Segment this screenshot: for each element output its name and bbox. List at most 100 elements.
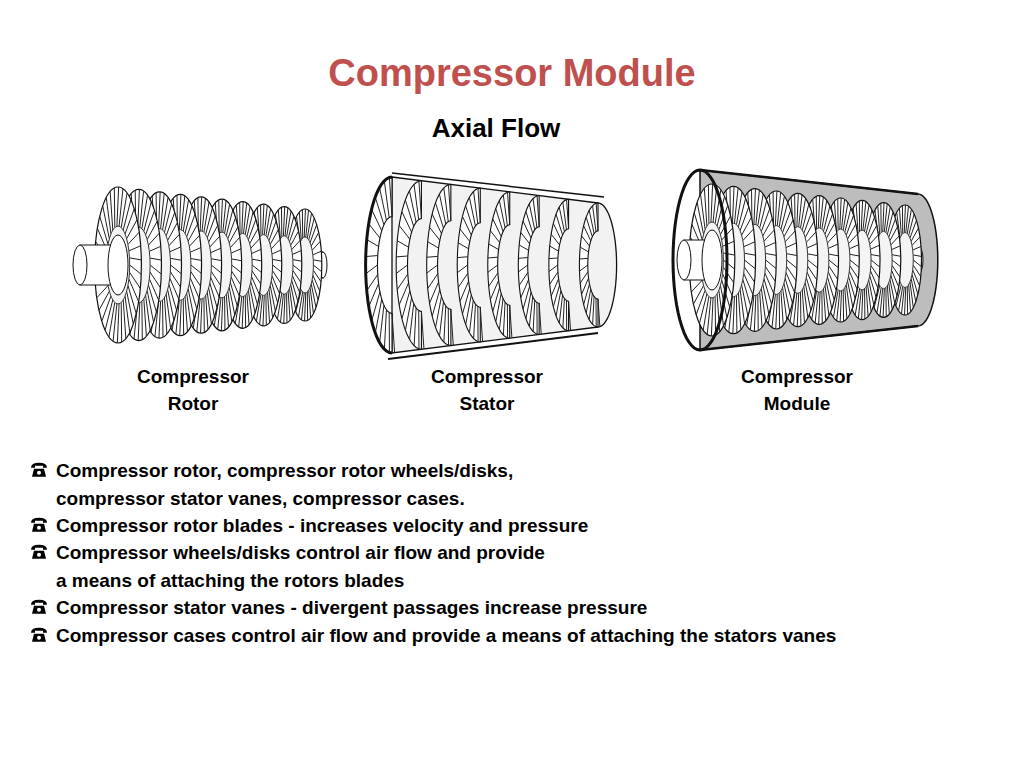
rotor-blade [861,200,862,230]
rotor-blade [149,246,160,251]
rotor-blade [144,202,151,231]
rotor-blade [806,232,816,243]
rotor-blade [862,290,863,320]
rotor-blade [206,296,208,330]
rotor-blade [740,207,749,231]
rotor-blade [870,245,879,249]
rotor-blade [912,274,918,294]
rotor-blade [765,273,774,294]
rotor-blade [827,277,834,300]
rotor-blade [248,219,255,239]
stator-vane [430,227,440,240]
rotor-blade [265,294,266,325]
stator-vane [396,265,407,273]
rotor-blade [164,204,171,232]
rotor-blade [288,216,294,239]
rotor-blade [266,209,271,236]
rotor-blade [883,289,884,318]
rotor-blade [723,260,734,269]
rotor-blade [210,283,217,308]
bullet-phone-icon [31,600,47,614]
stator-vane [399,225,410,239]
stator-vane-ring [457,188,480,342]
rotor-blade [272,276,280,294]
rotor-blade [281,207,282,237]
rotor-blade [849,276,856,298]
rotor-blade [187,214,195,237]
rotor-blade [109,303,115,337]
rotor-blade [97,286,108,298]
stator-vane [529,297,532,327]
stator-vane [508,192,510,225]
rotor-blade [766,260,777,269]
rotor-blade [228,291,232,322]
rotor-blade [190,278,199,298]
rotor-blade [180,300,182,335]
rotor-blade [733,297,735,334]
rotor-blade [829,260,839,268]
rotor-blade [148,233,159,245]
rotor-blade [121,193,127,227]
rotor-blade [130,272,141,288]
stator-vane [579,265,587,271]
bullet-phone-icon [31,518,47,532]
stator-vane [589,293,592,319]
rotor-blade [804,212,812,233]
stator-vane [369,224,380,238]
rotor-blade [822,201,827,229]
stator-vane [490,280,498,299]
rotor-blade [797,193,798,226]
rotor-blade [191,259,202,261]
stator-vane [549,265,558,272]
rotor-blade [271,281,278,303]
stator-vane [566,300,567,330]
rotor-blade [312,241,320,250]
rotor-blade [871,255,880,257]
subtitle: Axial Flow [432,112,561,144]
rotor-blade [892,270,899,287]
rotor-blade [170,247,181,252]
bullet-phone-icon [31,628,47,642]
rotor-blade [764,279,772,305]
rotor-blade [283,207,284,236]
rotor-blade [845,288,847,319]
stator-vane-ring [366,177,392,353]
rotor-blade [907,209,911,233]
bullet-phone-icon [31,545,47,559]
rotor-blade [268,214,274,238]
rotor-blade [870,271,877,288]
rotor-blade [864,289,865,319]
stator-vane [458,273,468,287]
rotor-blade [816,196,817,229]
stator-vane [593,297,594,325]
rotor-blade [302,210,303,238]
rotor-blade [293,260,302,262]
stator-vane [430,282,439,303]
phone-dial [37,553,41,557]
stator-vane [518,257,527,259]
rotor-blade [309,218,314,240]
stator-vane [414,184,419,219]
rotor-blade [744,242,755,247]
stator-vane [451,309,453,345]
rotor-blade [736,295,737,332]
front-hub [108,235,128,295]
rotor-blade [736,192,742,225]
part-caption: Compressor Stator [430,363,545,417]
stator-vane [428,274,438,289]
rotor-blade [231,249,241,253]
rotor-blade [204,202,209,232]
rotor-blade [121,303,122,343]
bullet-text: Compressor cases control air flow and pr… [56,622,836,650]
phone-handset [31,545,47,550]
rotor-blade [185,297,187,332]
rotor-blade [866,287,868,317]
stator-vane [419,181,422,219]
rotor-blade [293,270,301,282]
rotor-blade [117,304,119,343]
rotor-blade [189,284,197,310]
rotor-blade [263,295,264,326]
rotor-blade [105,300,113,330]
bullet-text: Compressor rotor blades - increases velo… [56,512,588,540]
